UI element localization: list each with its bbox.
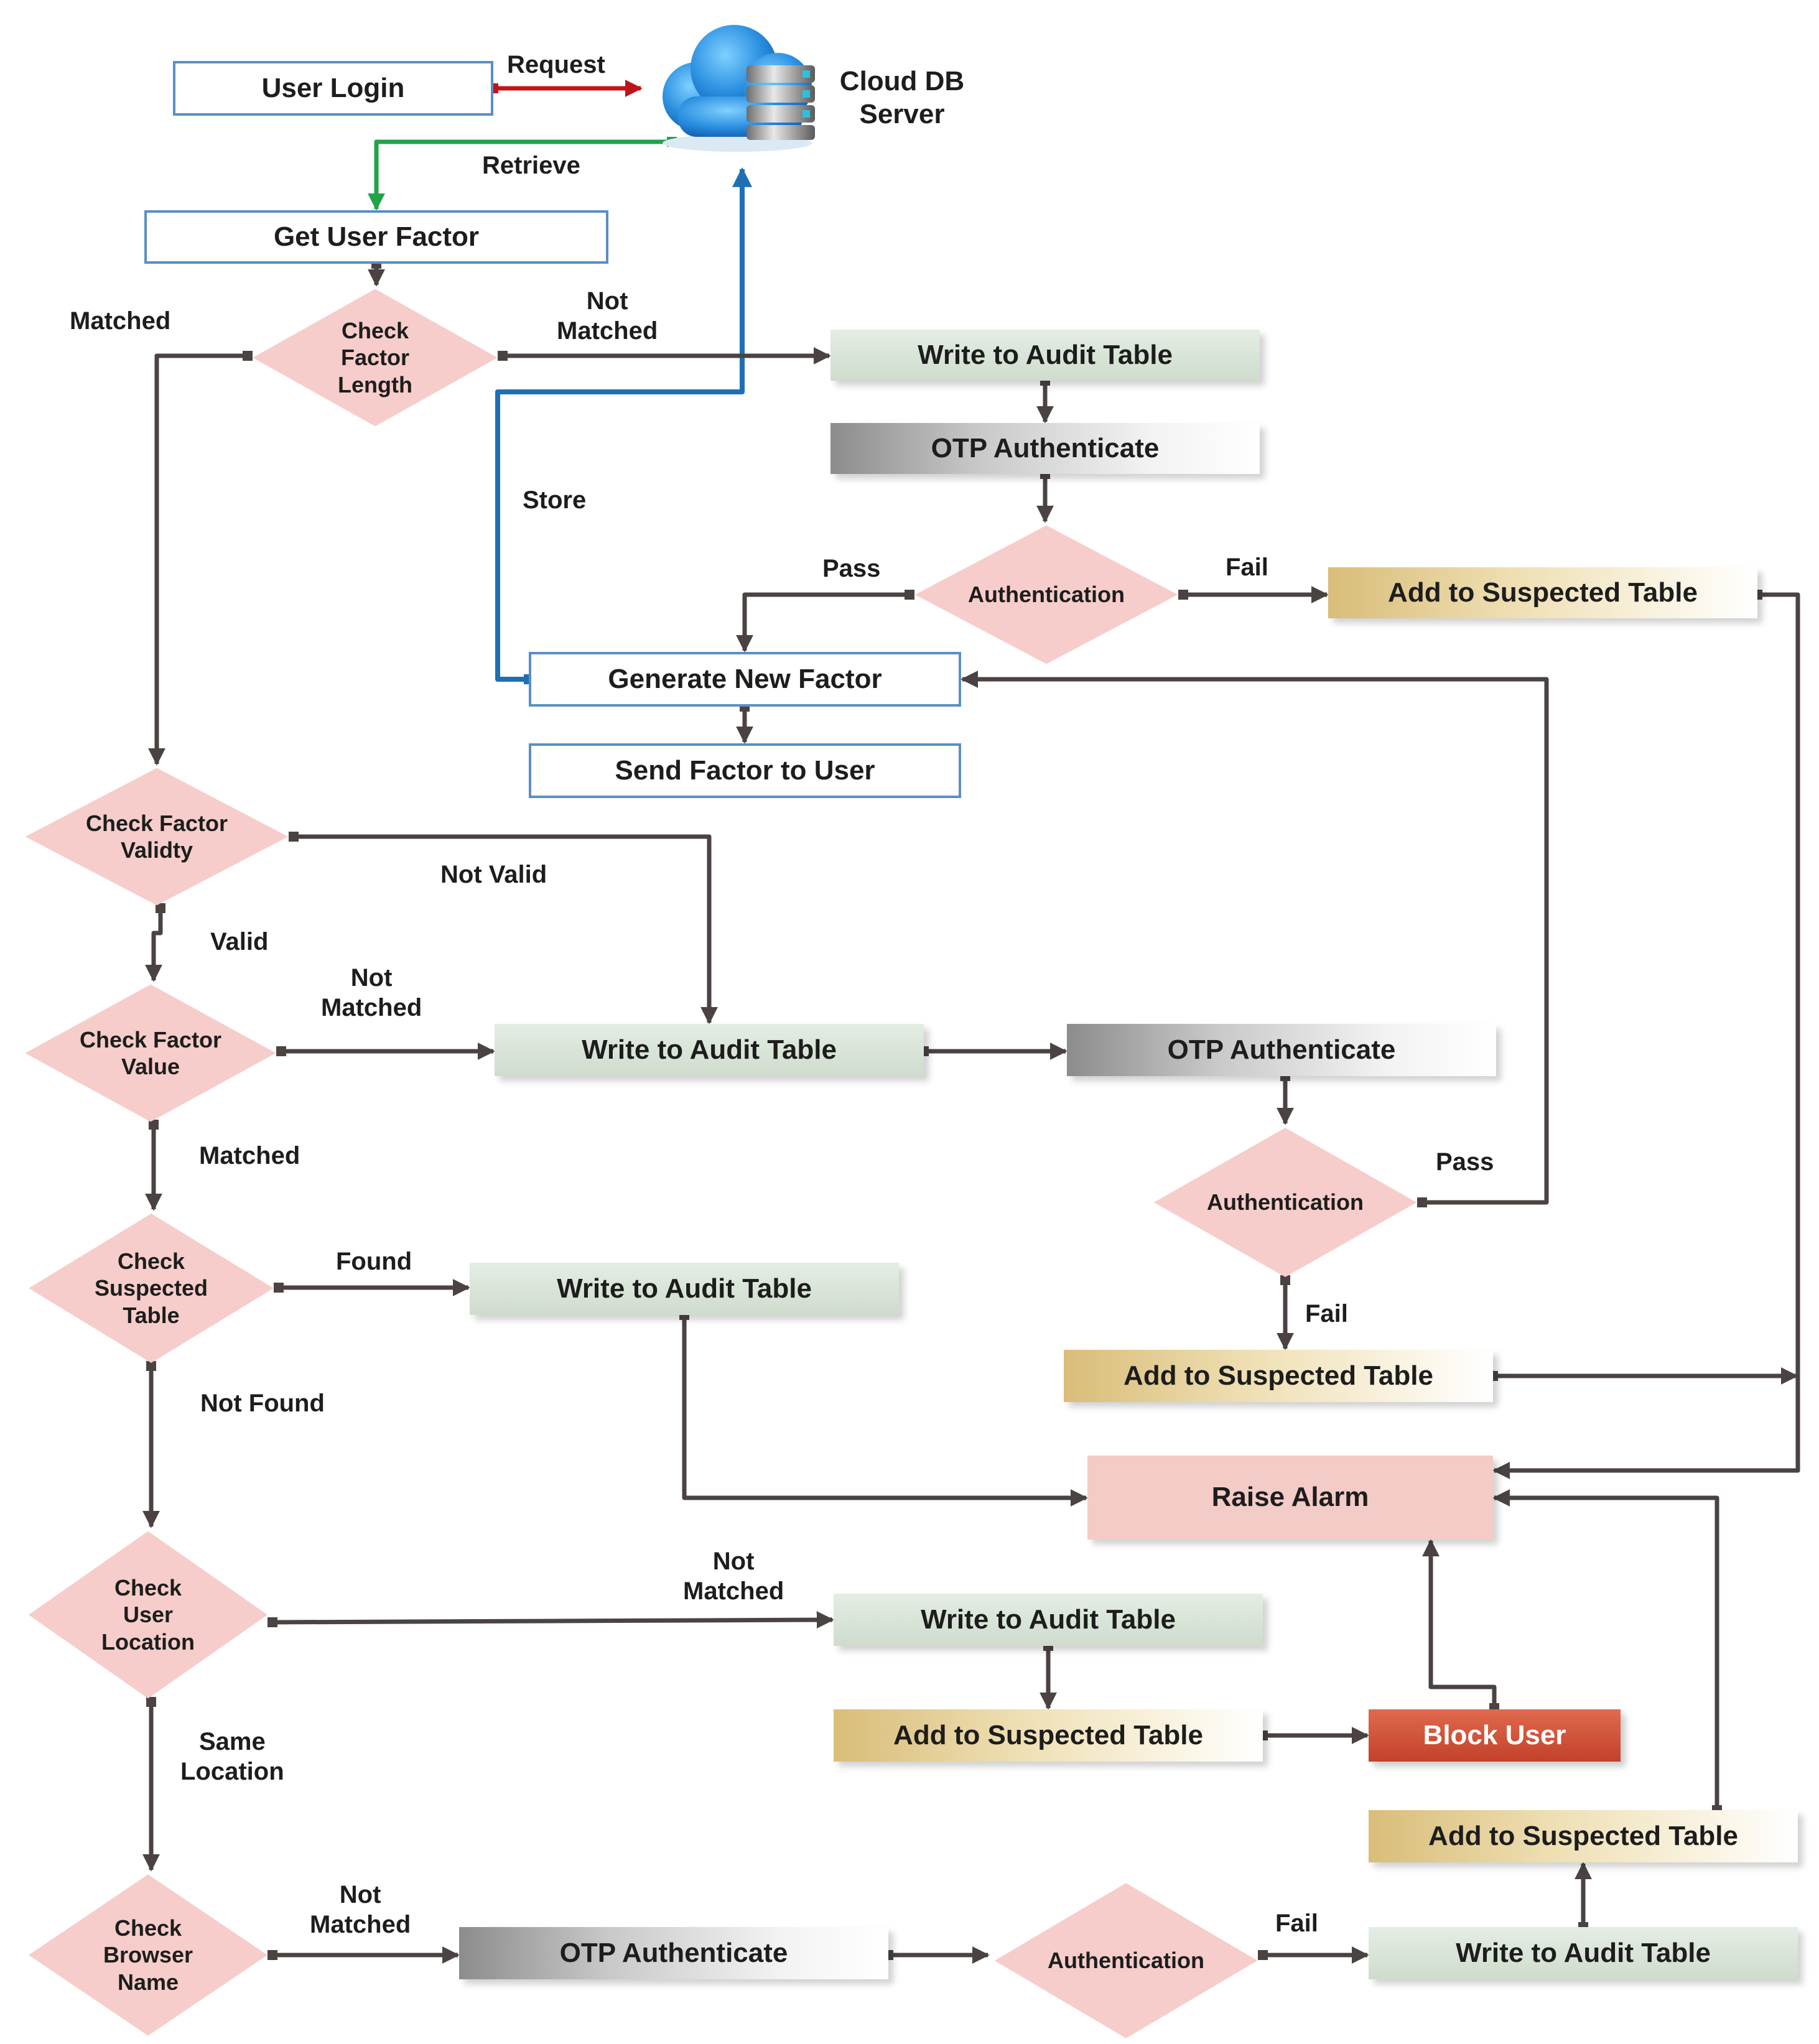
edge-label-pass-2: Pass bbox=[1436, 1148, 1494, 1176]
edge-validity-valid bbox=[145, 908, 163, 982]
edge-location-same-start bbox=[146, 1697, 156, 1707]
edge-auth1-pass-start bbox=[905, 590, 914, 600]
edge-label-retrieve: Retrieve bbox=[482, 152, 580, 179]
edge-label-fail-2: Fail bbox=[1305, 1300, 1348, 1327]
write-audit-table-5: Write to Audit Table bbox=[1369, 1927, 1798, 1979]
raise-alarm-box: Raise Alarm bbox=[1087, 1456, 1493, 1540]
edge-label-store: Store bbox=[523, 486, 587, 514]
edge-label-not-matched-4: Not Matched bbox=[310, 1881, 411, 1938]
edge-retrieve bbox=[368, 139, 672, 211]
edge-suspected1-to-alarm bbox=[1492, 592, 1800, 1479]
get-user-factor-box: Get User Factor bbox=[144, 210, 608, 264]
edge-auth2-fail-start bbox=[1280, 1275, 1290, 1285]
cloud-db-server-label: Cloud DB Server bbox=[839, 66, 965, 129]
edge-auth1-fail-start bbox=[1178, 590, 1188, 600]
edge-label-same-location: Same Location bbox=[180, 1728, 284, 1785]
edge-auth1-pass bbox=[736, 592, 910, 653]
edge-validity-not-valid-start bbox=[289, 832, 299, 842]
add-suspected-table-2: Add to Suspected Table bbox=[1064, 1350, 1493, 1402]
user-login-box: User Login bbox=[173, 61, 493, 116]
edge-label-fail-1: Fail bbox=[1226, 554, 1268, 581]
edge-label-matched-1: Matched bbox=[70, 307, 171, 335]
edge-label-found: Found bbox=[336, 1248, 412, 1275]
edge-length-matched-start bbox=[243, 351, 253, 361]
block-user-box: Block User bbox=[1369, 1709, 1621, 1762]
edge-label-not-matched-1: Not Matched bbox=[557, 287, 658, 345]
generate-new-factor-box: Generate New Factor bbox=[529, 652, 961, 707]
add-suspected-table-4: Add to Suspected Table bbox=[1369, 1810, 1798, 1862]
check-factor-value-decision: Check Factor Value bbox=[20, 982, 281, 1125]
edge-label-not-valid: Not Valid bbox=[440, 861, 547, 888]
edge-label-request: Request bbox=[507, 51, 605, 78]
edge-value-not-matched-start bbox=[276, 1046, 286, 1056]
edge-auth2-pass bbox=[961, 671, 1549, 1205]
edge-length-not-matched-start bbox=[498, 351, 508, 361]
write-audit-table-1: Write to Audit Table bbox=[830, 330, 1260, 381]
edge-auth3-fail-start bbox=[1258, 1950, 1268, 1960]
edge-auth2-pass-start bbox=[1417, 1197, 1427, 1207]
check-suspected-table-decision: Check Suspected Table bbox=[24, 1210, 279, 1366]
edge-validity-valid-start bbox=[156, 903, 165, 913]
add-suspected-table-1: Add to Suspected Table bbox=[1328, 567, 1757, 618]
authentication-decision-1: Authentication bbox=[910, 523, 1183, 667]
write-audit-table-4: Write to Audit Table bbox=[834, 1594, 1263, 1646]
edge-suspected-not-found-start bbox=[146, 1361, 156, 1371]
edge-validity-not-valid bbox=[294, 834, 718, 1024]
check-factor-length-decision: Check Factor Length bbox=[248, 286, 503, 429]
edge-label-matched-2: Matched bbox=[199, 1142, 300, 1169]
edge-suspected4-to-alarm bbox=[1492, 1489, 1719, 1810]
edge-suspected-found-start bbox=[274, 1283, 284, 1293]
edge-label-not-found: Not Found bbox=[200, 1390, 325, 1417]
edge-value-matched-start bbox=[149, 1120, 159, 1130]
edge-label-pass-1: Pass bbox=[822, 555, 881, 582]
edge-location-not-matched-start bbox=[268, 1617, 277, 1627]
edge-store bbox=[495, 167, 752, 682]
check-browser-name-decision: Check Browser Name bbox=[24, 1871, 272, 2039]
cloud-database-icon bbox=[653, 16, 834, 156]
edge-length-matched bbox=[148, 353, 248, 766]
write-audit-table-3: Write to Audit Table bbox=[470, 1263, 899, 1315]
edge-label-valid: Valid bbox=[210, 928, 269, 955]
check-user-location-decision: Check User Location bbox=[24, 1528, 272, 1702]
edge-block-to-alarm bbox=[1422, 1539, 1497, 1708]
edge-label-not-matched-2: Not Matched bbox=[321, 964, 422, 1021]
otp-authenticate-2: OTP Authenticate bbox=[1067, 1024, 1496, 1076]
check-factor-validity-decision: Check Factor Validty bbox=[20, 765, 294, 908]
otp-authenticate-1: OTP Authenticate bbox=[830, 423, 1260, 474]
edge-location-not-matched bbox=[272, 1611, 834, 1629]
add-suspected-table-3: Add to Suspected Table bbox=[834, 1709, 1263, 1762]
authentication-decision-3: Authentication bbox=[989, 1880, 1263, 2042]
edge-label-not-matched-3: Not Matched bbox=[683, 1548, 784, 1605]
edge-audit3-to-alarm bbox=[682, 1315, 1088, 1507]
send-factor-to-user-box: Send Factor to User bbox=[529, 743, 961, 798]
edge-browser-not-matched-start bbox=[268, 1950, 277, 1960]
write-audit-table-2: Write to Audit Table bbox=[495, 1024, 924, 1076]
otp-authenticate-3: OTP Authenticate bbox=[459, 1927, 888, 1979]
authentication-decision-2: Authentication bbox=[1148, 1125, 1422, 1280]
edge-label-fail-3: Fail bbox=[1275, 1910, 1318, 1937]
